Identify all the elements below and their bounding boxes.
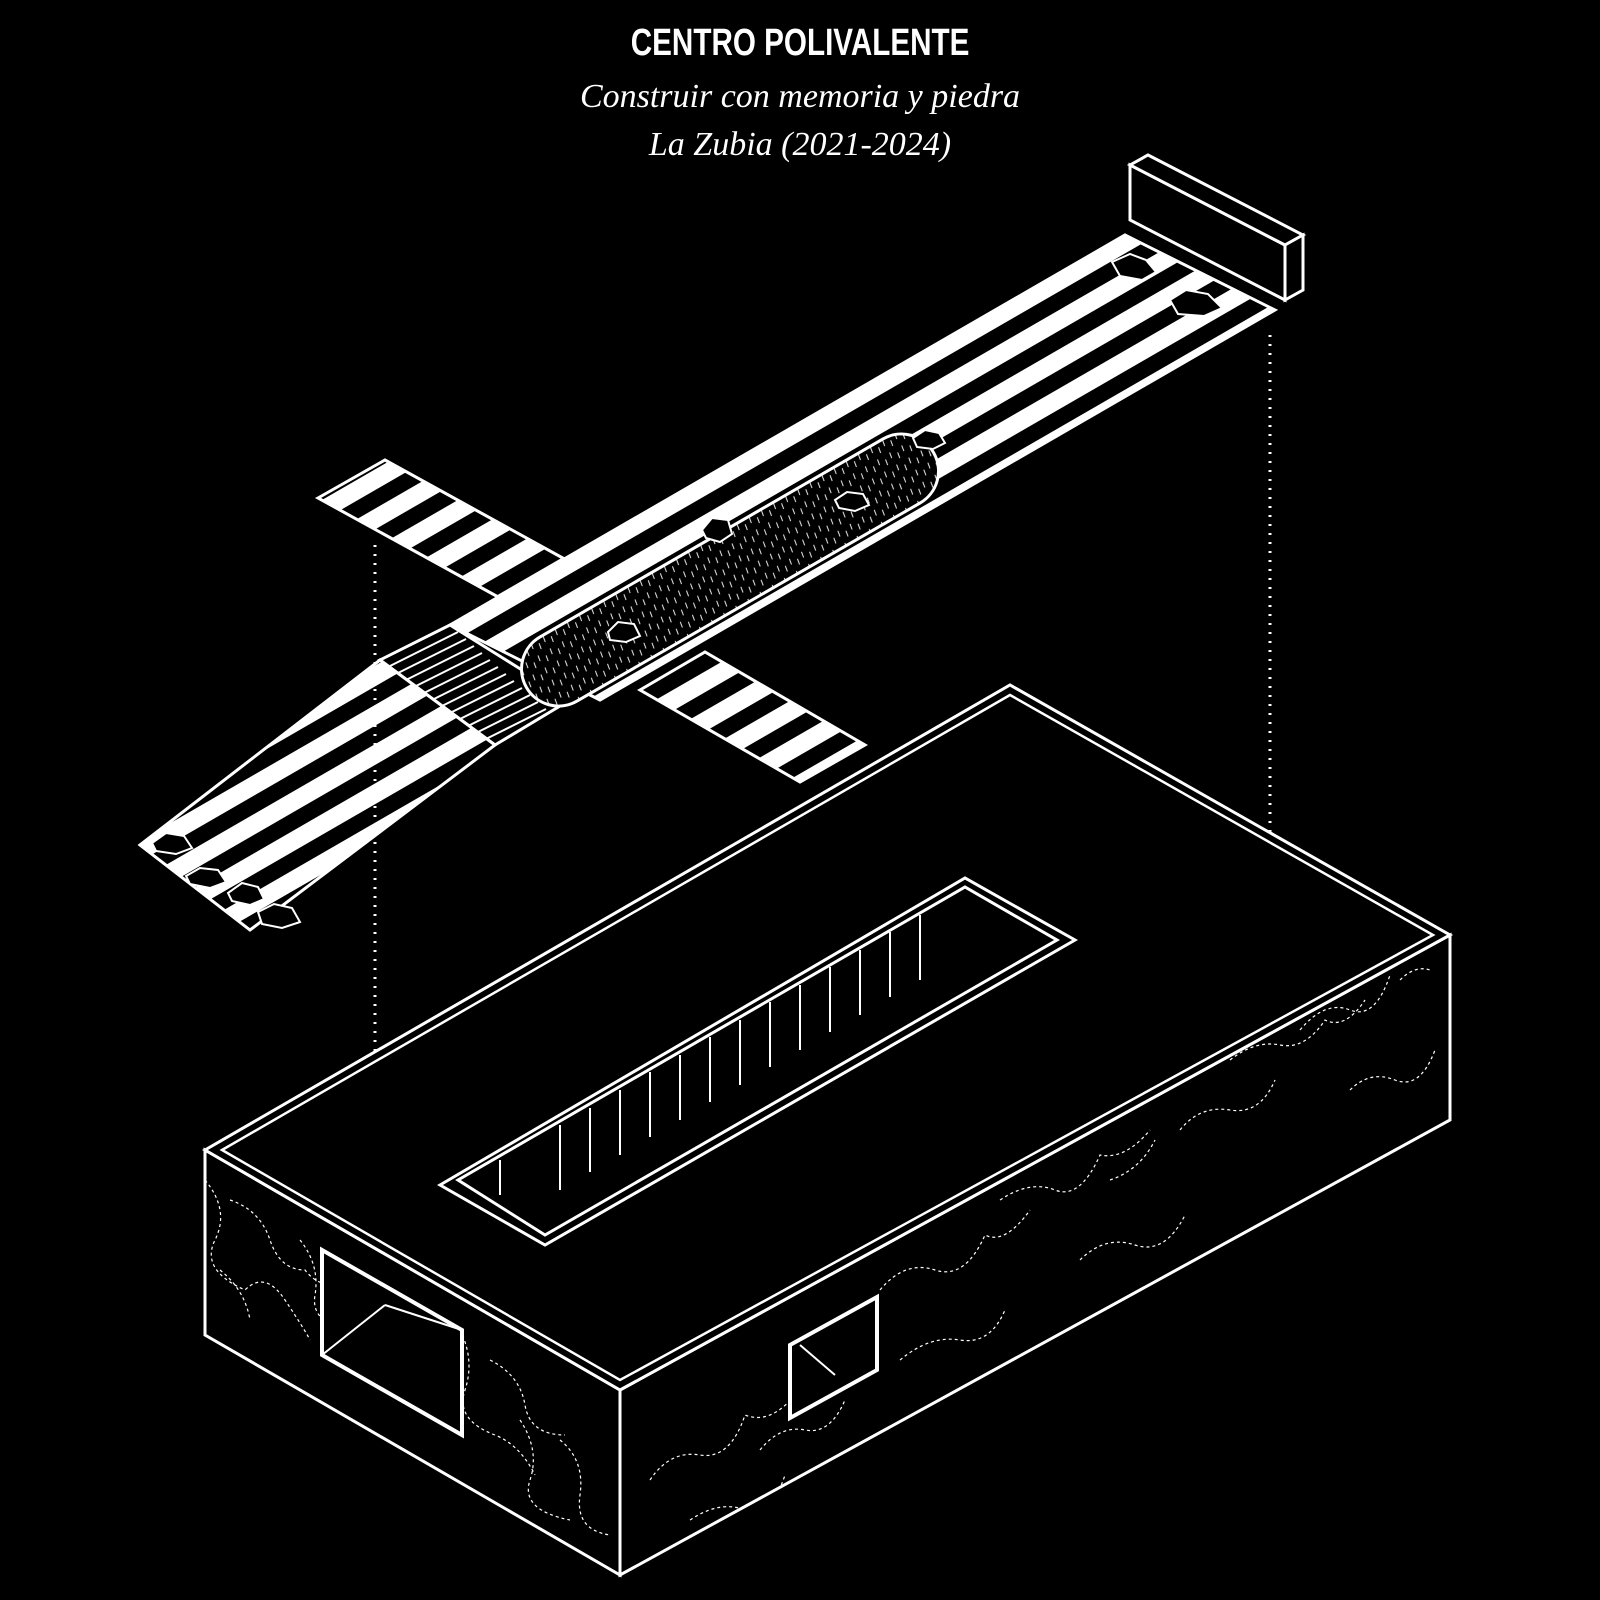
entrance-opening [320, 1246, 464, 1439]
stone-icon [1110, 252, 1158, 282]
stone-icon [606, 620, 642, 644]
stone-icon [833, 490, 871, 513]
cross-arm-lower [637, 650, 869, 784]
stone-icon [184, 866, 228, 890]
plaza-deck [137, 153, 1307, 932]
lower-ramp [137, 658, 498, 932]
subtitle: Construir con memoria y piedra [579, 78, 1021, 115]
stone-icon [911, 428, 947, 451]
end-bench [1126, 153, 1307, 303]
courtyard-skylight [437, 876, 1079, 1247]
stair-treads [387, 631, 547, 745]
place-years: La Zubia (2021-2024) [648, 126, 952, 163]
stone-icon [226, 881, 266, 907]
lower-volume [202, 683, 1454, 1578]
title-block: CENTRO POLIVALENTE Construir con memoria… [0, 22, 1600, 169]
roof-parapet [219, 693, 1436, 1382]
stone-icon [700, 516, 734, 544]
stone-icon [256, 902, 302, 930]
stone-icon [150, 831, 194, 856]
cross-arm-upper [314, 458, 574, 600]
stones [150, 252, 1224, 930]
page-title: CENTRO POLIVALENTE [630, 22, 970, 64]
stone-icon [1168, 288, 1224, 318]
vegetation-texture [649, 968, 1436, 1521]
window-opening [788, 1293, 879, 1422]
